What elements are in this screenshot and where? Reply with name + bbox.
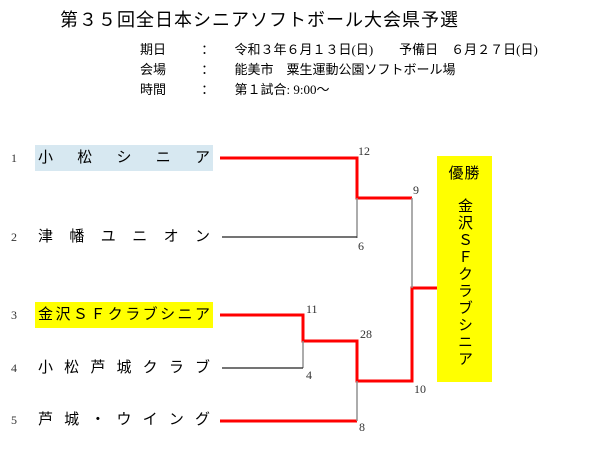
score-match3-top: 28 <box>360 327 372 341</box>
page-title: 第３５回全日本シニアソフトボール大会県予選 <box>60 10 459 30</box>
team-seed: 2 <box>11 230 17 244</box>
champion-box: 優勝 金沢ＳＦクラブシニア <box>437 156 492 382</box>
team-seed: 1 <box>11 151 17 165</box>
team-seed: 3 <box>11 308 17 322</box>
info-label: 時間 <box>140 82 167 97</box>
team-name: 津幡ユニオン <box>38 229 210 245</box>
champion-label: 優勝 <box>448 166 481 182</box>
score-semifinal-bottom: 10 <box>414 382 426 396</box>
winner-line-match1 <box>220 156 412 200</box>
team-row-1: 1 小松シニア <box>0 145 220 171</box>
score-match2-bottom: 4 <box>306 368 312 382</box>
team-name: 芦城・ウイング <box>38 412 210 428</box>
team-row-5: 5 芦城・ウイング <box>0 407 220 433</box>
info-separator: ： <box>201 42 215 57</box>
score-match2-top: 11 <box>306 302 318 316</box>
team-seed: 5 <box>11 413 17 427</box>
score-match1-bottom: 6 <box>358 239 364 253</box>
team-row-2: 2 津幡ユニオン <box>0 224 220 250</box>
info-separator: ： <box>201 82 215 97</box>
info-row-time: 時間 ： 第１試合: 9:00～ <box>140 80 538 100</box>
score-semifinal-top: 9 <box>413 183 419 197</box>
info-value: 能美市 粟生運動公園ソフトボール場 <box>234 62 456 77</box>
team-row-3: 3 金沢ＳＦクラブシニア <box>0 302 220 328</box>
info-row-venue: 会場 ： 能美市 粟生運動公園ソフトボール場 <box>140 60 538 80</box>
winner-line-champion-path <box>220 286 437 383</box>
info-value: 第１試合: 9:00～ <box>234 82 330 97</box>
team-name: 金沢ＳＦクラブシニア <box>35 302 213 328</box>
team-row-4: 4 小松芦城クラブ <box>0 355 220 381</box>
team-name: 小松芦城クラブ <box>38 360 210 376</box>
score-match3-bottom: 8 <box>359 420 365 434</box>
champion-name: 金沢ＳＦクラブシニア <box>456 198 472 368</box>
info-separator: ： <box>201 62 215 77</box>
team-name: 小松シニア <box>35 145 213 171</box>
info-row-date: 期日 ： 令和３年６月１３日(日) 予備日 ６月２７日(日) <box>140 40 538 60</box>
team-seed: 4 <box>11 361 17 375</box>
info-label: 会場 <box>140 62 167 77</box>
score-match1-top: 12 <box>358 144 370 158</box>
info-value: 令和３年６月１３日(日) 予備日 ６月２７日(日) <box>234 42 538 57</box>
event-info: 期日 ： 令和３年６月１３日(日) 予備日 ６月２７日(日) 会場 ： 能美市 … <box>140 40 538 100</box>
info-label: 期日 <box>140 42 167 57</box>
